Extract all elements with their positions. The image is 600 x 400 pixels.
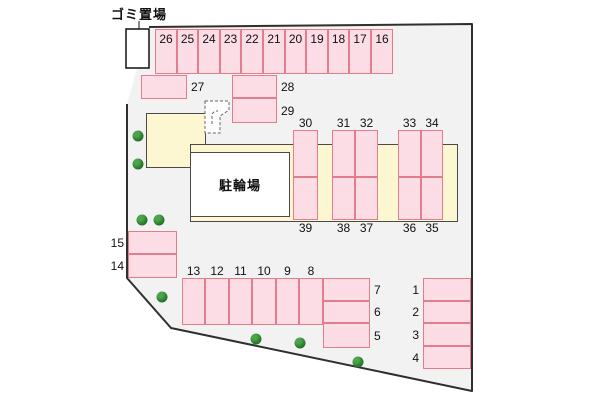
parking-space-34: 34: [421, 117, 443, 177]
garbage-area-label: ゴミ置場: [111, 7, 168, 22]
parking-space-36: 36: [398, 177, 421, 234]
parking-space-number: 36: [402, 221, 417, 235]
parking-space-33: 33: [398, 117, 421, 177]
parking-space-number: 39: [298, 221, 313, 235]
tree-icon: [250, 333, 262, 345]
parking-space-number: 10: [257, 264, 271, 278]
parking-space-number: 12: [210, 264, 224, 278]
parking-space-11: 11: [229, 265, 252, 325]
tree-icon: [153, 214, 165, 226]
parking-space-number: 30: [298, 116, 313, 130]
dashed-structure-outline: [204, 100, 230, 134]
parking-space-number: 15: [110, 235, 124, 250]
parking-space-6: 6: [323, 301, 381, 323]
parking-space-13: 13: [182, 265, 205, 325]
parking-space-number: 27: [191, 80, 205, 94]
parking-space-4: 4: [412, 346, 471, 369]
parking-space-1: 1: [412, 278, 471, 301]
parking-space-17: 17: [349, 29, 371, 74]
parking-space-number: 35: [425, 221, 439, 235]
parking-space-number: 26: [159, 32, 173, 46]
parking-space-number: 3: [412, 327, 419, 342]
parking-space-number: 7: [374, 282, 381, 297]
parking-space-26: 26: [155, 29, 177, 74]
parking-space-37: 37: [355, 177, 378, 234]
parking-space-19: 19: [306, 29, 328, 74]
parking-space-number: 32: [359, 116, 374, 130]
parking-space-number: 8: [307, 264, 315, 278]
parking-space-32: 32: [355, 117, 378, 177]
parking-space-number: 29: [281, 103, 295, 118]
parking-space-number: 38: [336, 221, 351, 235]
parking-space-number: 5: [374, 328, 381, 343]
parking-space-number: 21: [267, 32, 281, 46]
parking-space-5: 5: [323, 323, 381, 348]
parking-space-number: 18: [331, 32, 346, 46]
tree-icon: [352, 356, 364, 368]
parking-space-number: 9: [284, 264, 291, 278]
parking-space-7: 7: [323, 278, 381, 301]
parking-space-22: 22: [241, 29, 263, 74]
parking-space-number: 11: [234, 264, 247, 278]
parking-space-35: 35: [421, 177, 443, 234]
parking-space-31: 31: [332, 117, 355, 177]
parking-space-3: 3: [412, 323, 471, 346]
parking-space-number: 24: [202, 32, 216, 46]
parking-space-27: 27: [141, 75, 204, 99]
bicycle-parking-label: 駐輪場: [218, 178, 261, 193]
tree-icon: [136, 214, 148, 226]
parking-space-15: 15: [111, 231, 177, 254]
parking-space-18: 18: [328, 29, 349, 74]
parking-space-number: 25: [180, 32, 195, 46]
parking-space-number: 13: [186, 264, 201, 278]
parking-space-29: 29: [232, 98, 294, 123]
parking-space-23: 23: [220, 29, 241, 74]
bicycle-parking-area: 駐輪場: [190, 152, 290, 217]
parking-space-number: 22: [245, 32, 259, 46]
parking-space-number: 17: [353, 32, 367, 46]
parking-space-38: 38: [332, 177, 355, 234]
parking-space-number: 2: [412, 305, 419, 319]
parking-space-number: 37: [359, 221, 374, 235]
parking-space-number: 20: [288, 32, 303, 46]
parking-space-number: 31: [336, 116, 351, 130]
parking-space-12: 12: [205, 265, 229, 325]
parking-space-number: 16: [375, 32, 389, 46]
parking-space-9: 9: [276, 265, 299, 325]
parking-space-10: 10: [252, 265, 276, 325]
parking-space-30: 30: [293, 117, 318, 177]
parking-space-number: 14: [110, 259, 124, 273]
tree-icon: [156, 291, 168, 303]
parking-space-number: 34: [425, 116, 439, 130]
tree-icon: [132, 130, 144, 142]
parking-space-28: 28: [232, 75, 294, 98]
parking-space-25: 25: [177, 29, 198, 74]
parking-space-21: 21: [263, 29, 285, 74]
parking-space-number: 1: [412, 282, 419, 297]
parking-space-number: 23: [223, 32, 238, 46]
parking-space-number: 33: [402, 116, 417, 130]
garbage-area-box: [125, 28, 150, 69]
dashed-structure-detail: [211, 110, 219, 124]
parking-space-2: 2: [412, 301, 471, 323]
parking-space-number: 4: [412, 350, 419, 365]
parking-space-24: 24: [198, 29, 220, 74]
tree-icon: [132, 158, 144, 170]
parking-space-20: 20: [285, 29, 306, 74]
parking-space-8: 8: [299, 265, 323, 325]
tree-icon: [294, 337, 306, 349]
parking-space-number: 19: [310, 32, 324, 46]
parking-space-number: 6: [374, 305, 381, 319]
parking-space-39: 39: [293, 177, 318, 234]
parking-space-number: 28: [281, 79, 295, 94]
parking-space-16: 16: [371, 29, 393, 74]
parking-space-14: 14: [111, 254, 177, 278]
